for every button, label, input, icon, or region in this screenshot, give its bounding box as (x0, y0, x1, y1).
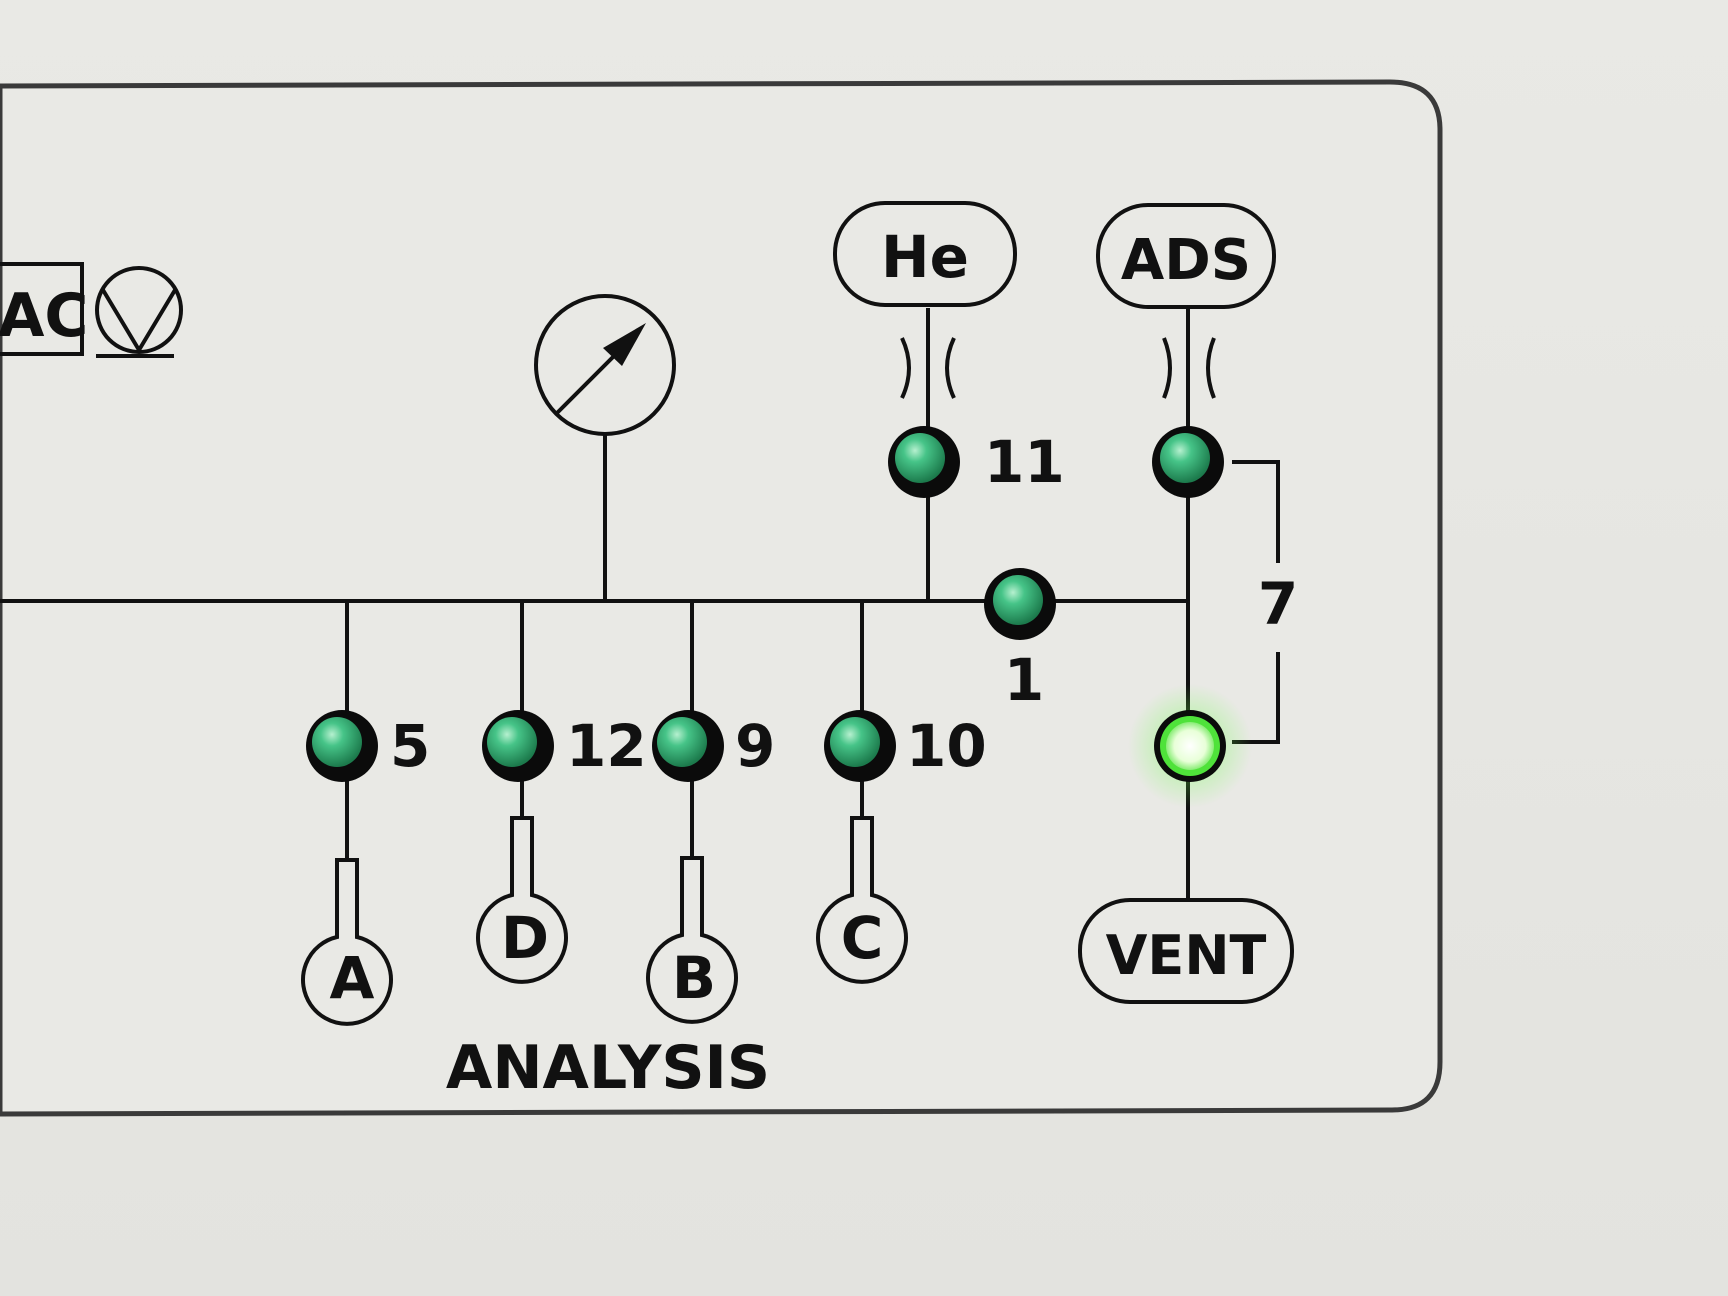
pressure-gauge-icon (534, 294, 676, 436)
port-a-label: A (330, 944, 375, 1012)
port-b-label: B (672, 944, 716, 1012)
valve-led-ads[interactable] (1152, 426, 1224, 498)
port-c-label: C (841, 904, 884, 972)
valve-led-5[interactable] (306, 710, 378, 782)
valve-led-9[interactable] (652, 710, 724, 782)
flow-restrictor-icon (900, 337, 956, 399)
port-d-label: D (501, 904, 549, 972)
he-inlet-box (833, 201, 1017, 307)
ads-inlet-label: ADS (1121, 228, 1251, 293)
ads-inlet-box (1096, 203, 1276, 309)
valve-led-12[interactable] (482, 710, 554, 782)
valve-led-11[interactable] (888, 426, 960, 498)
valve-number-10: 10 (906, 712, 987, 780)
valve-led-1[interactable] (984, 568, 1056, 640)
vent-outlet-box (1078, 898, 1294, 1004)
analysis-section-label: ANALYSIS (446, 1033, 770, 1103)
he-inlet-label: He (881, 223, 969, 291)
valve-number-9: 9 (735, 712, 775, 780)
valve-number-1: 1 (1004, 646, 1044, 714)
partial-label: AC (0, 281, 88, 351)
vacuum-pump-icon (95, 266, 183, 358)
valve-number-11: 11 (984, 428, 1065, 496)
valve-led-7-lit[interactable] (1128, 684, 1252, 808)
sample-tube-icon (301, 816, 908, 1026)
panel-plate (0, 79, 1443, 1117)
flow-restrictor-icon (1162, 337, 1216, 399)
valve-number-12: 12 (566, 712, 647, 780)
valve-number-5: 5 (390, 712, 430, 780)
partial-label-box (0, 262, 84, 356)
valve-led-10[interactable] (824, 710, 896, 782)
valve-number-7: 7 (1258, 570, 1298, 638)
vent-outlet-label: VENT (1106, 924, 1267, 987)
